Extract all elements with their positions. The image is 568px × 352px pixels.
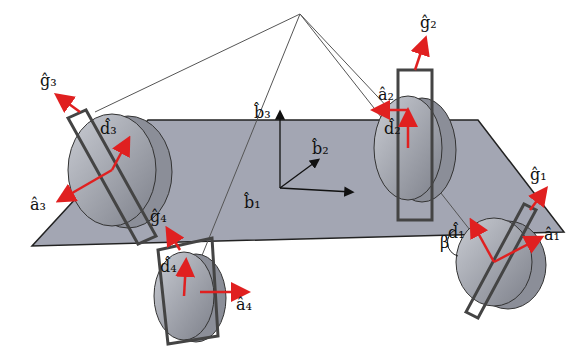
vector-label: d̂₁: [448, 224, 465, 242]
vector-label: ĝ₃: [40, 72, 57, 90]
vector-label: d̂₂: [384, 120, 401, 138]
vector-label: ĝ₄: [150, 208, 167, 226]
wheel-2: [374, 70, 456, 220]
vector-label: â₁: [544, 226, 560, 244]
vector-label: b̂₂: [312, 140, 329, 158]
vector-label: d̂₃: [100, 120, 117, 138]
vector-label: â₄: [236, 296, 252, 314]
vector-label: b̂₃: [254, 104, 271, 122]
wheel-3: [68, 110, 172, 244]
vector-label: â₂: [378, 86, 394, 104]
vectors: [58, 40, 545, 296]
vector-label: â₃: [30, 196, 46, 214]
vector-label: d̂₄: [160, 258, 177, 276]
wheel-1: [456, 204, 546, 318]
vector-label: ĝ₂: [420, 14, 437, 32]
vector-label: β: [440, 234, 449, 252]
body-frame: [280, 112, 352, 192]
vector-label: ĝ₁: [530, 166, 547, 184]
vector-label: b̂₁: [244, 194, 261, 212]
